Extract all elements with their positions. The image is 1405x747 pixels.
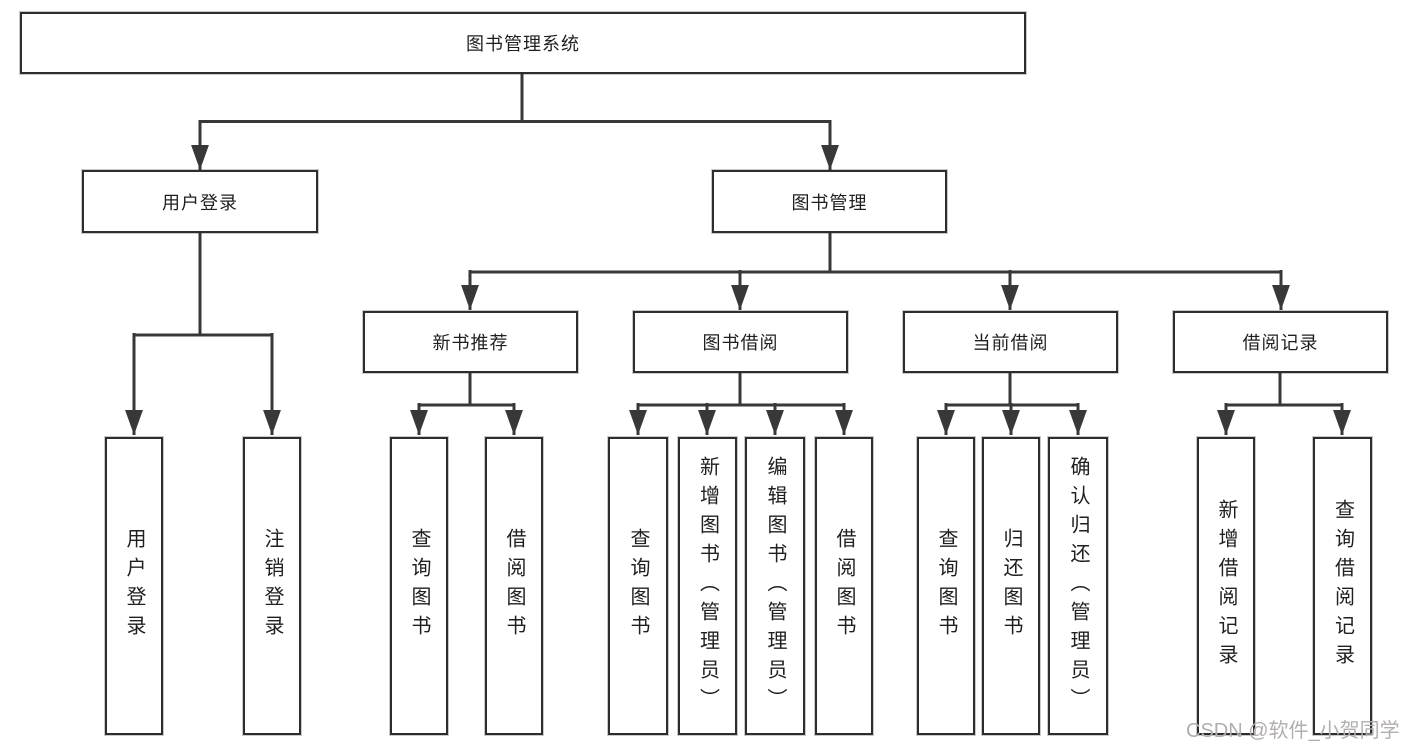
leaf-borrow-books-recommend-label: 借阅图书 [503, 528, 525, 644]
leaf-logout-label: 注销登录 [261, 528, 283, 644]
node-book-borrow: 图书借阅 [633, 311, 848, 373]
leaf-query-books-borrow: 查询图书 [608, 437, 668, 735]
node-new-book-recommend: 新书推荐 [363, 311, 578, 373]
leaf-add-borrow-record-label: 新增借阅记录 [1215, 499, 1237, 673]
node-borrow-record: 借阅记录 [1173, 311, 1388, 373]
leaf-return-book-label: 归还图书 [1000, 528, 1022, 644]
node-root-label: 图书管理系统 [466, 34, 580, 54]
leaf-return-book: 归还图书 [982, 437, 1040, 735]
watermark: CSDN @软件_小贺同学 [1186, 720, 1400, 742]
leaf-query-borrow-record-label: 查询借阅记录 [1331, 499, 1354, 673]
leaf-borrow-books: 借阅图书 [815, 437, 873, 735]
leaf-confirm-return-admin-label: 确认归还（管理员） [1067, 455, 1089, 717]
leaf-query-books-recommend: 查询图书 [390, 437, 448, 735]
leaf-query-books-current-label: 查询图书 [935, 528, 957, 644]
leaf-borrow-books-recommend: 借阅图书 [485, 437, 543, 735]
leaf-edit-book-admin-label: 编辑图书（管理员） [764, 455, 786, 717]
leaf-user-login-label: 用户登录 [123, 528, 145, 644]
node-current-borrow: 当前借阅 [903, 311, 1118, 373]
node-user-login: 用户登录 [82, 170, 318, 233]
leaf-confirm-return-admin: 确认归还（管理员） [1048, 437, 1108, 735]
leaf-query-borrow-record: 查询借阅记录 [1313, 437, 1372, 735]
node-borrow-record-label: 借阅记录 [1242, 333, 1319, 353]
leaf-add-book-admin: 新增图书（管理员） [678, 437, 737, 735]
node-book-management-label: 图书管理 [791, 192, 868, 213]
leaf-query-books-borrow-label: 查询图书 [627, 528, 649, 644]
leaf-borrow-books-label: 借阅图书 [833, 528, 855, 644]
node-root: 图书管理系统 [20, 12, 1026, 74]
leaf-edit-book-admin: 编辑图书（管理员） [745, 437, 805, 735]
node-current-borrow-label: 当前借阅 [972, 333, 1049, 353]
leaf-add-book-admin-label: 新增图书（管理员） [696, 455, 719, 717]
node-user-login-label: 用户登录 [162, 192, 238, 213]
leaf-add-borrow-record: 新增借阅记录 [1197, 437, 1255, 735]
node-book-management: 图书管理 [712, 170, 947, 233]
leaf-user-login: 用户登录 [105, 437, 163, 735]
leaf-logout: 注销登录 [243, 437, 301, 735]
node-new-book-recommend-label: 新书推荐 [432, 333, 509, 353]
leaf-query-books-recommend-label: 查询图书 [408, 528, 430, 644]
leaf-query-books-current: 查询图书 [917, 437, 975, 735]
node-book-borrow-label: 图书借阅 [702, 333, 779, 353]
